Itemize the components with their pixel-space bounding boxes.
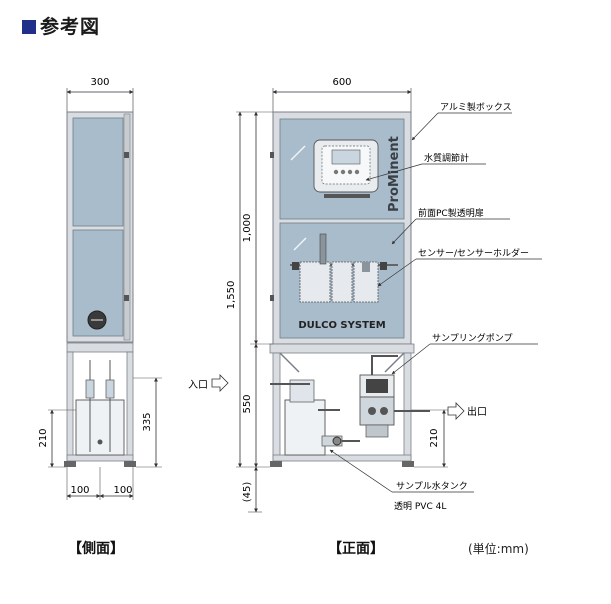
front-view: 600 ProMinent [188, 77, 542, 513]
side-foot-left [64, 461, 76, 467]
front-stand-leg-left [272, 352, 281, 461]
side-tank-total-label: 335 [142, 412, 153, 431]
side-bottom-right-label: 100 [113, 485, 132, 496]
side-hinge-top [124, 152, 129, 158]
outlet-label: 出口 [467, 405, 487, 418]
front-total-height-label: 1,550 [226, 281, 237, 310]
callout-front-door: 前面PC製透明扉 [418, 207, 484, 219]
front-foot-label: (45) [242, 482, 253, 503]
callout-sensor-holder: センサー/センサーホルダー [418, 247, 529, 259]
front-sample-tank [284, 399, 326, 456]
front-width-label: 600 [332, 77, 351, 88]
side-stand-bottom-bar [66, 454, 134, 462]
page-title: 参考図 [22, 12, 100, 39]
side-box-panel-upper [72, 117, 124, 227]
front-tank-height-label: 210 [429, 428, 440, 447]
brand-logo: ProMinent [387, 136, 402, 212]
side-stand-top-bar [66, 342, 134, 353]
front-frame-height-label: 550 [242, 394, 253, 413]
callout-aluminum-box: アルミ製ボックス [440, 101, 512, 113]
front-foot-left [270, 461, 282, 467]
sensor-holder-assembly [290, 233, 398, 303]
callout-tank-line1: サンプル水タンク [396, 480, 468, 492]
side-hinge-bottom [124, 295, 129, 301]
side-tank-height-label: 210 [38, 428, 49, 447]
side-view: 300 210 335 [38, 77, 162, 500]
inlet-label: 入口 [188, 380, 208, 391]
sampling-pump [359, 355, 398, 438]
callout-tank-line2: 透明 PVC 4L [394, 501, 446, 512]
front-view-label: 【正面】 [328, 541, 384, 557]
side-box-door-edge [123, 113, 131, 341]
water-quality-controller [313, 139, 379, 198]
side-stand-leg-right [126, 351, 134, 461]
side-width-label: 300 [90, 77, 109, 88]
side-foot-right [124, 461, 136, 467]
side-view-label: 【側面】 [68, 541, 124, 557]
system-label: DULCO SYSTEM [298, 320, 385, 331]
front-box-height-label: 1,000 [242, 214, 253, 243]
callout-water-quality-meter: 水質調節計 [424, 152, 469, 164]
callout-sampling-pump: サンプリングポンプ [432, 332, 512, 344]
page-title-text: 参考図 [40, 16, 101, 38]
unit-note: (単位:mm) [468, 542, 529, 556]
front-foot-right [402, 461, 414, 467]
front-stand-leg-right [403, 352, 412, 461]
side-stand-leg-left [66, 351, 74, 461]
inlet-arrow-icon [211, 374, 229, 392]
front-stand-top-bar [269, 343, 415, 354]
title-square-icon [22, 20, 36, 34]
side-bottom-left-label: 100 [70, 485, 89, 496]
side-sample-tank [75, 399, 125, 456]
outlet-arrow-icon [447, 402, 465, 420]
